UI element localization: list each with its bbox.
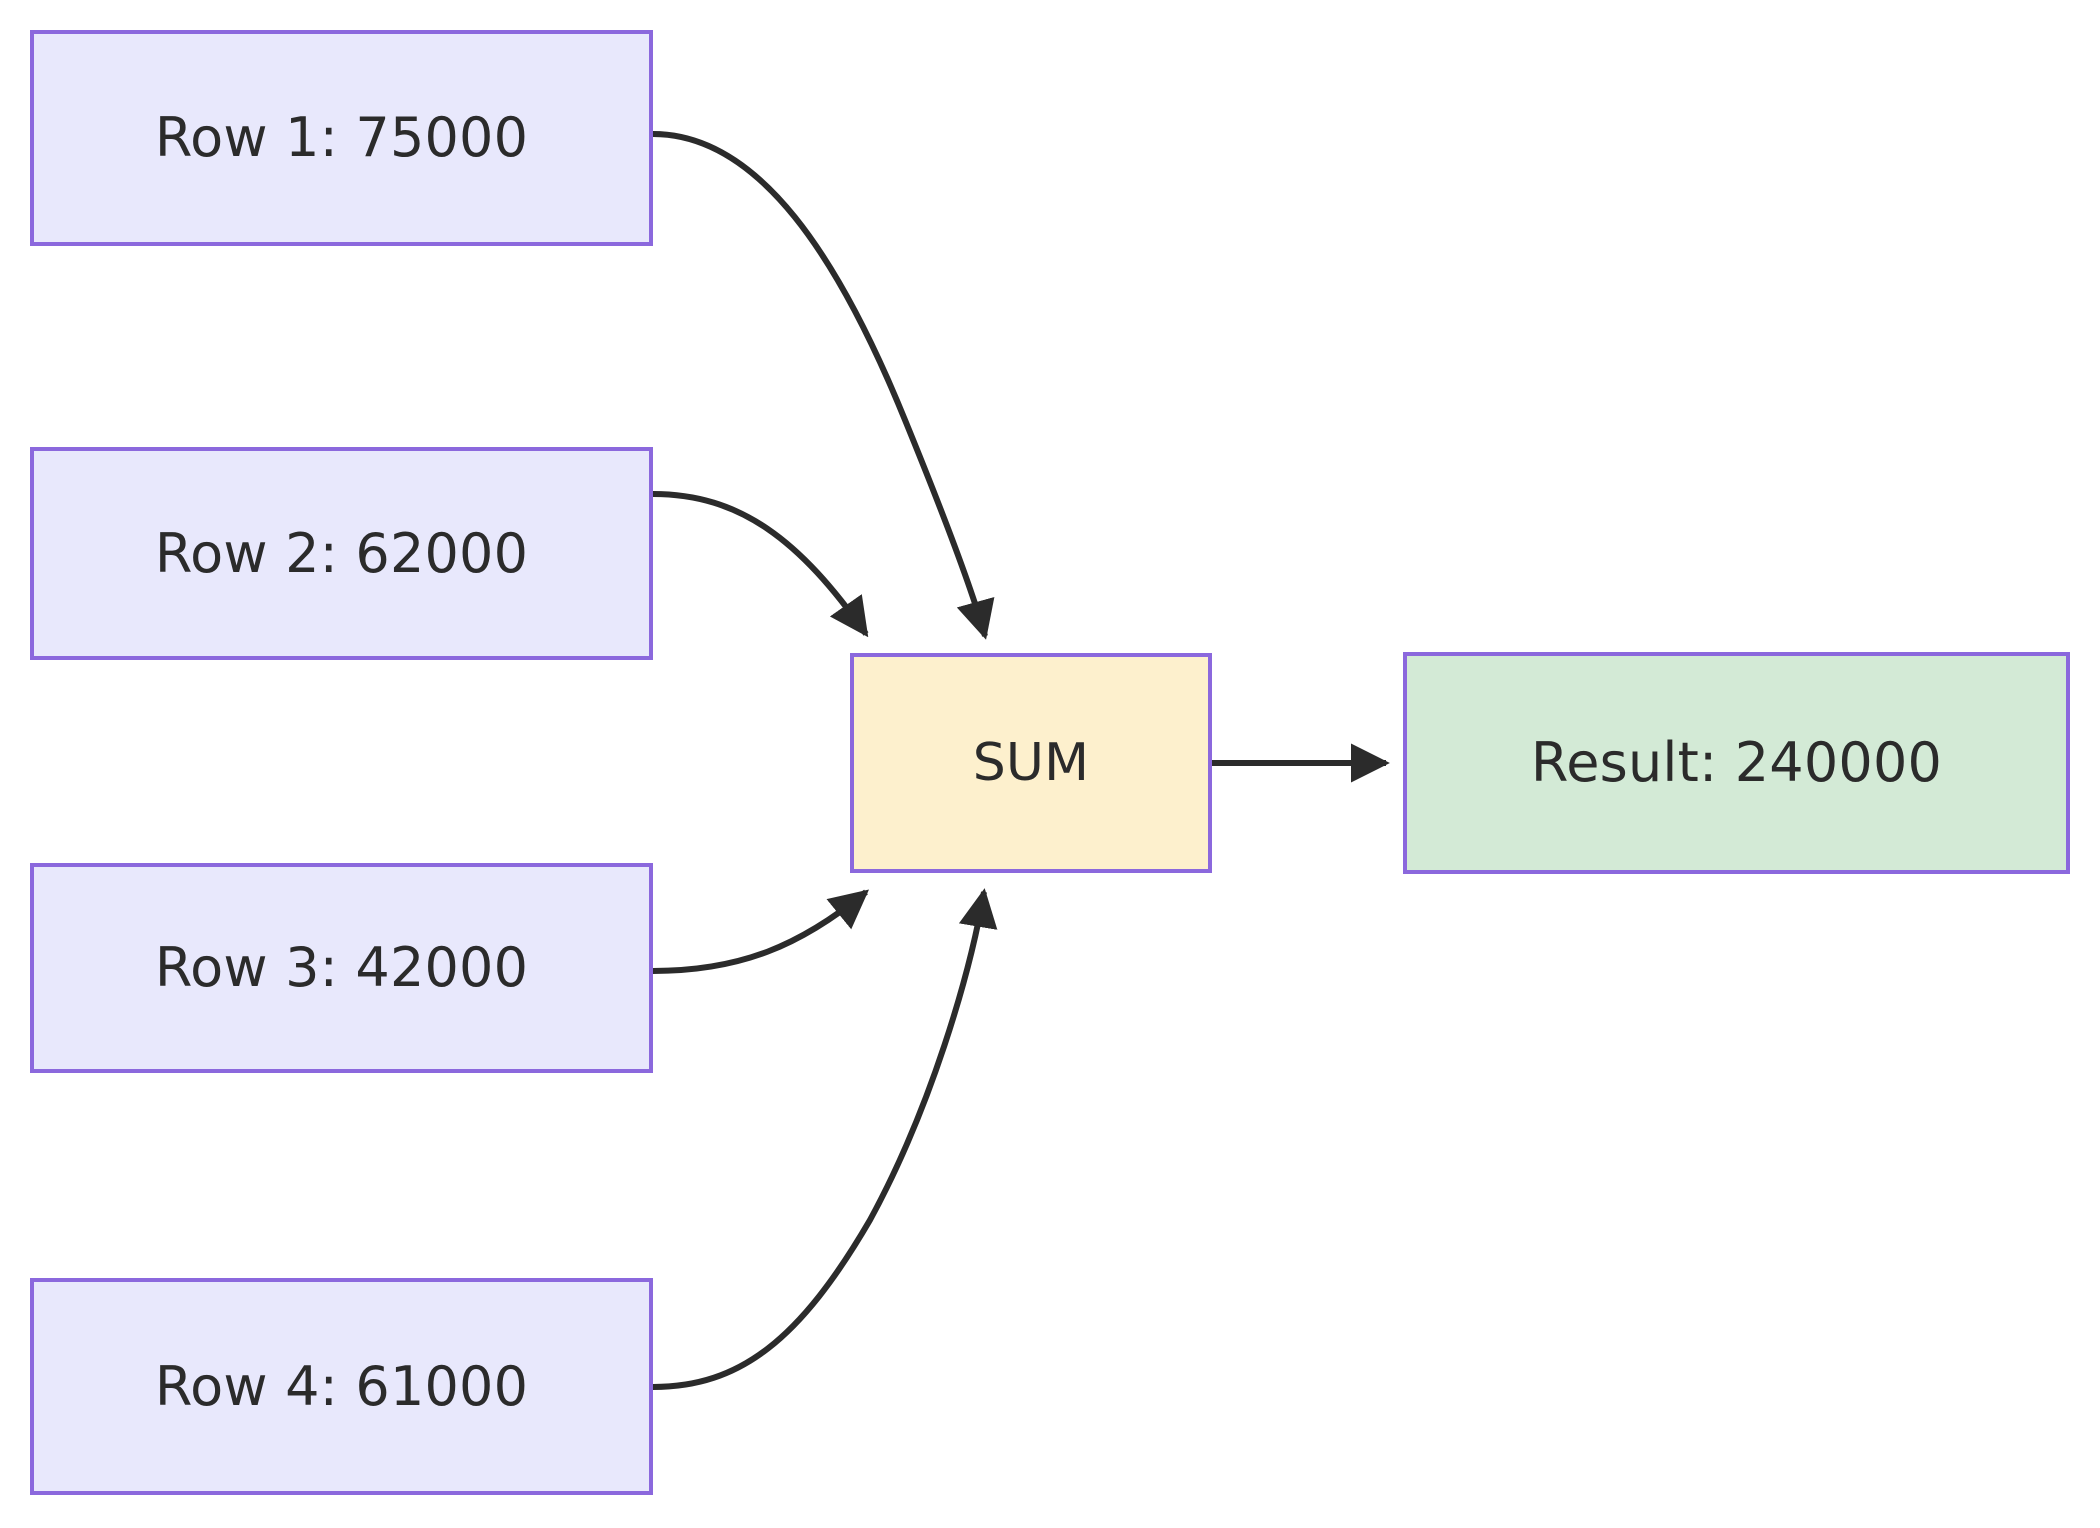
node-row-3-label: Row 3: 42000	[154, 936, 529, 999]
node-row-3[interactable]: Row 3: 42000	[30, 863, 653, 1073]
node-result-label: Result: 240000	[1530, 731, 1943, 794]
node-sum-label: SUM	[972, 733, 1090, 793]
node-row-4[interactable]: Row 4: 61000	[30, 1278, 653, 1495]
edge-row-1-to-sum	[652, 131, 995, 640]
node-row-1-label: Row 1: 75000	[154, 106, 529, 169]
edge-row-4-to-sum	[652, 888, 998, 1390]
node-row-1[interactable]: Row 1: 75000	[30, 30, 653, 246]
node-result[interactable]: Result: 240000	[1403, 652, 2070, 874]
node-row-2-label: Row 2: 62000	[154, 521, 529, 585]
node-row-4-label: Row 4: 61000	[154, 1354, 529, 1418]
edge-row-3-to-sum	[652, 889, 870, 974]
edge-row-2-to-sum	[652, 491, 869, 638]
node-row-2[interactable]: Row 2: 62000	[30, 447, 653, 660]
node-sum-operation[interactable]: SUM	[850, 653, 1212, 873]
